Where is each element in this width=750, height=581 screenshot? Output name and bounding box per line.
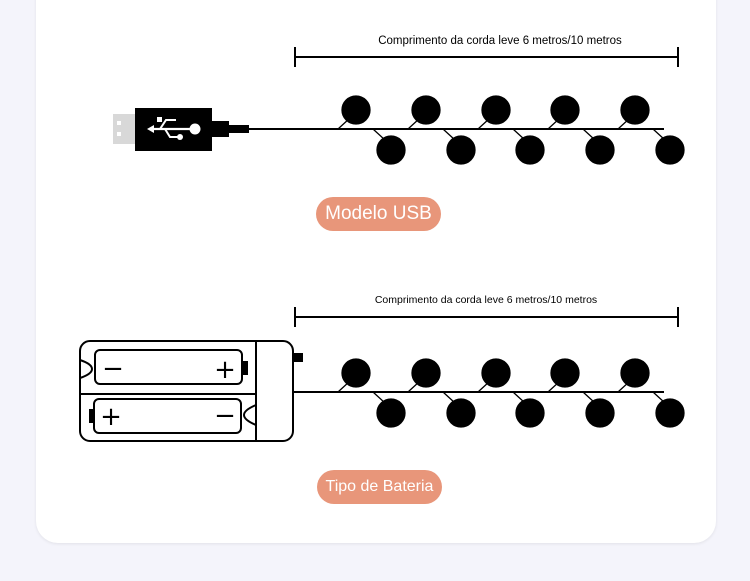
usb-icon — [147, 117, 201, 140]
battery-length-dimension: Comprimento da corda leve 6 metros/10 me… — [294, 294, 679, 327]
battery-plus-symbol: + — [214, 355, 236, 385]
battery-model-badge: Tipo de Bateria — [317, 470, 442, 504]
battery-minus-symbol: − — [102, 354, 124, 384]
usb-length-label: Comprimento da corda leve 6 metros/10 me… — [378, 35, 622, 47]
usb-length-dimension: Comprimento da corda leve 6 metros/10 me… — [294, 35, 679, 67]
usb-light-bulbs — [337, 95, 685, 165]
battery-symbols: − + + − — [100, 354, 236, 432]
content-card — [36, 0, 716, 543]
usb-plug — [113, 108, 249, 151]
usb-model-badge: Modelo USB — [316, 197, 441, 231]
battery-switch — [293, 353, 303, 362]
battery-minus-symbol: − — [214, 401, 236, 431]
usb-section: Comprimento da corda leve 6 metros/10 me… — [113, 35, 685, 165]
battery-light-bulbs — [337, 358, 685, 428]
battery-plus-symbol: + — [100, 402, 122, 432]
battery-terminal — [242, 361, 248, 375]
battery-section: Comprimento da corda leve 6 metros/10 me… — [79, 294, 685, 442]
battery-terminal — [89, 409, 95, 423]
battery-length-label: Comprimento da corda leve 6 metros/10 me… — [375, 294, 597, 306]
